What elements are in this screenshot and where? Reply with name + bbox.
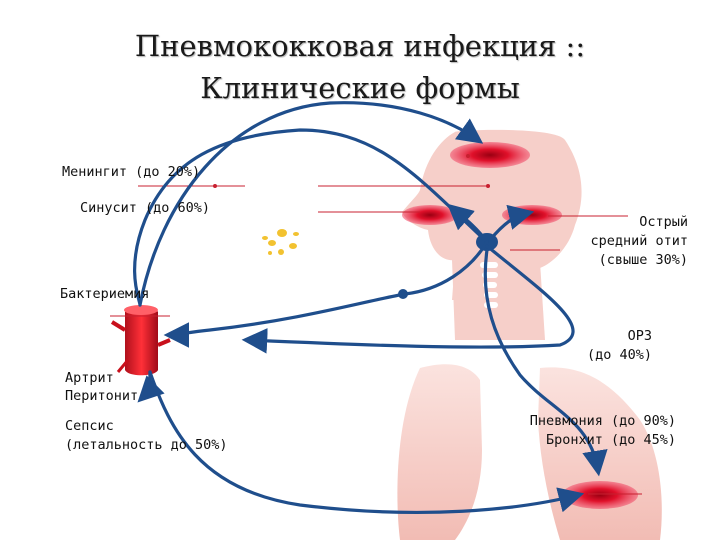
sinus-infection-spot (402, 205, 458, 225)
arrow-to-lungs (483, 248, 608, 477)
label-arthritis: Артрит (65, 370, 114, 386)
right-lung-silhouette (538, 367, 662, 540)
label-meningitis: Менингит (до 20%) (62, 164, 201, 180)
label-bacteremia: Бактериемия (60, 286, 150, 302)
label-otitis-line3: (свыше 30%) (598, 252, 688, 268)
pathway-arrows (133, 101, 608, 515)
neck-silhouette (452, 260, 545, 340)
label-pneumonia: Пневмония (до 90%) (529, 413, 676, 429)
arrow-to-sepsis (148, 370, 585, 515)
label-bronchitis: Бронхит (до 45%) (545, 432, 676, 448)
label-sepsis-line1: Сепсис (65, 418, 114, 434)
bacteria-icon (262, 229, 299, 255)
arrow-to-bacteremia (163, 240, 489, 348)
arrow-to-sinus (447, 203, 489, 244)
label-ari-line2: (до 40%) (586, 347, 652, 363)
blood-vessel-icon (110, 305, 171, 376)
brain-infection-spot (450, 142, 530, 168)
head-silhouette (402, 129, 582, 300)
slide-title-line2: Клинические формы (200, 71, 520, 105)
leader-lines (110, 185, 642, 495)
label-sinusitis: Синусит (до 60%) (80, 200, 211, 216)
lungs-silhouette (397, 364, 482, 540)
arrow-to-arthritis (137, 370, 165, 403)
label-otitis-line1: Острый (639, 214, 688, 230)
label-sepsis-line2: (летальность до 50%) (65, 437, 228, 453)
label-ari-line1: ОРЗ (627, 328, 652, 344)
leader-dots (213, 154, 490, 188)
arrow-to-ari (241, 244, 575, 354)
slide-title-line1: Пневмококковая инфекция :: (134, 29, 586, 63)
arrow-bloodstream-to-brain (138, 101, 484, 307)
bloodstream-junction (398, 289, 408, 299)
label-peritonitis: Перитонит (65, 388, 139, 404)
arrow-to-ear (488, 204, 535, 242)
label-otitis-line2: средний отит (590, 233, 688, 249)
